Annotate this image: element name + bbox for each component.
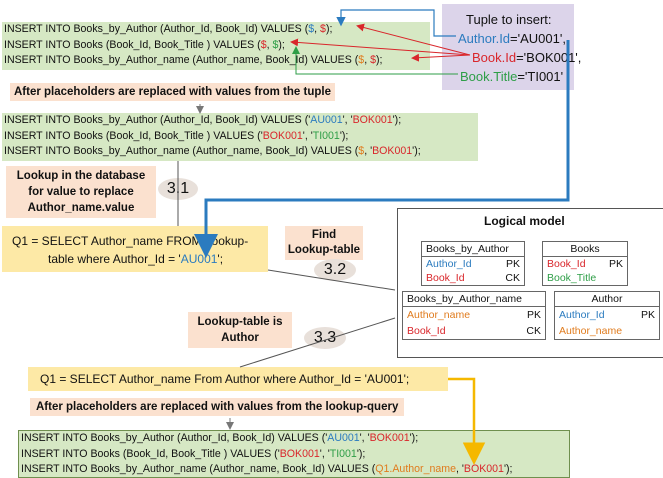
connector-3-3 [239, 317, 396, 368]
insert-line: INSERT INTO Books (Book_Id, Book_Title )… [4, 129, 349, 142]
arrow-book-id-3 [411, 53, 471, 62]
insert-line: INSERT INTO Books (Book_Id, Book_Title )… [4, 38, 285, 51]
insert-line: INSERT INTO Books (Book_Id, Book_Title )… [21, 447, 366, 460]
insert-line: INSERT INTO Books_by_Author (Author_Id, … [4, 23, 333, 35]
note-replace-lookup: After placeholders are replaced with val… [30, 398, 405, 416]
query-author: Q1 = SELECT Author_name From Author wher… [28, 367, 448, 391]
tuple-author-id: Author.Id='AU001', [458, 31, 566, 46]
arrow-book-id-1 [356, 23, 471, 56]
arrow-book-title [292, 46, 458, 75]
insert-line: INSERT INTO Books_by_Author_name (Author… [4, 145, 421, 158]
logical-model-title: Logical model [484, 214, 565, 228]
note-replace-tuple: After placeholders are replaced with val… [10, 83, 335, 101]
insert-line: INSERT INTO Books_by_Author (Author_Id, … [4, 114, 402, 126]
tuple-box: Tuple to insert: Author.Id='AU001', Book… [442, 4, 581, 90]
insert-block-tuple-values: INSERT INTO Books_by_Author (Author_Id, … [2, 113, 478, 161]
insert-line: INSERT INTO Books_by_Author (Author_Id, … [21, 432, 419, 444]
note-lookup-database: Lookup in the database for value to repl… [6, 166, 156, 218]
arrow-book-id-2 [290, 38, 471, 56]
insert-line: INSERT INTO Books_by_Author_name (Author… [21, 463, 513, 476]
insert-line: INSERT INTO Books_by_Author_name (Author… [4, 54, 383, 67]
tuple-title: Tuple to insert: [466, 12, 552, 27]
tuple-book-title: Book.Title='TI001' [460, 69, 564, 84]
query-lookup-table: Q1 = SELECT Author_name FROM Lookup- tab… [2, 226, 268, 272]
note-lookup-table-is-author: Lookup-table is Author [188, 312, 292, 348]
note-find-lookup-table: Find Lookup-table [285, 226, 363, 260]
step-badge-3-2: 3.2 [314, 259, 356, 281]
arrow-query-result [448, 377, 486, 465]
arrow-author-id [336, 9, 456, 37]
tuple-book-id: Book.Id='BOK001', [472, 50, 582, 65]
arrow-author-id-to-query [194, 40, 570, 258]
connector-3-2 [267, 269, 396, 291]
